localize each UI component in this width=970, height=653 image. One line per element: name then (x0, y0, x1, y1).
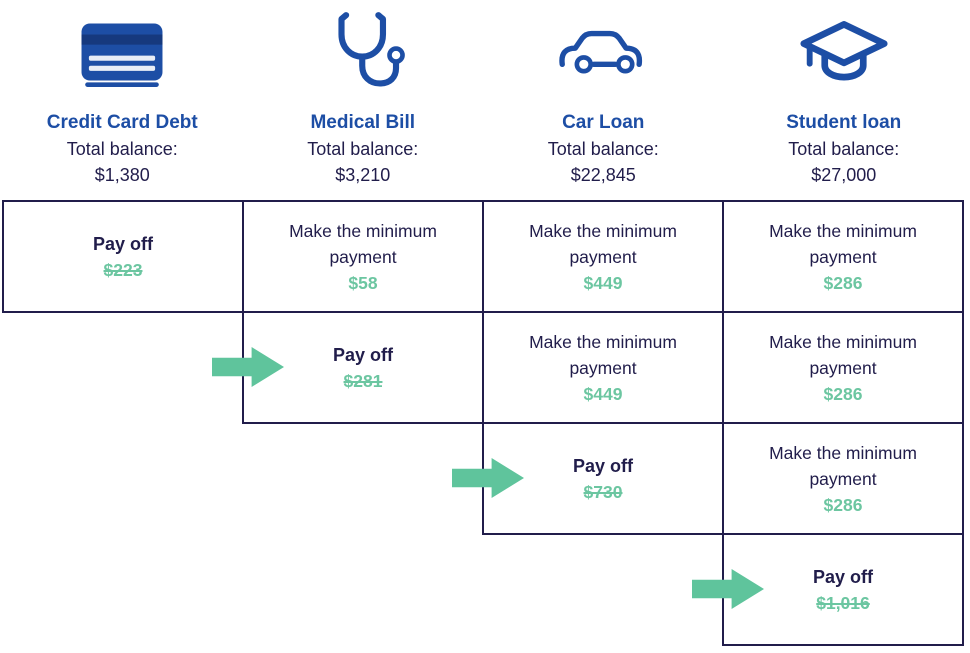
payoff-label: Pay off (332, 344, 393, 365)
minimum-label: Make the minimum payment (769, 331, 917, 378)
payoff-amount: $1,016 (816, 592, 870, 613)
payoff-cell-credit-card: Pay off $223 (2, 200, 244, 313)
minimum-cell-medical-bill-step1: Make the minimum payment $58 (242, 200, 484, 313)
payoff-cell-student-loan: Pay off $1,016 (722, 533, 964, 646)
header-medical-bill: Medical Bill Total balance: $3,210 (243, 0, 484, 188)
minimum-amount: $449 (583, 383, 623, 404)
minimum-amount: $58 (348, 272, 378, 293)
payoff-amount: $223 (103, 259, 143, 280)
balance-amount: $22,845 (570, 165, 636, 185)
minimum-label: Make the minimum payment (769, 442, 917, 489)
car-icon (553, 0, 653, 104)
minimum-label: Make the minimum payment (529, 220, 677, 267)
minimum-cell-student-loan-step1: Make the minimum payment $286 (722, 200, 964, 313)
minimum-cell-car-loan-step2: Make the minimum payment $449 (482, 311, 724, 424)
payoff-label: Pay off (572, 455, 633, 476)
minimum-amount: $286 (823, 272, 863, 293)
credit-card-icon (76, 0, 168, 104)
balance-amount: $27,000 (811, 165, 877, 185)
balance-label: Total balance: (788, 139, 900, 159)
header-car-loan: Car Loan Total balance: $22,845 (483, 0, 724, 188)
minimum-amount: $286 (823, 494, 863, 515)
graduation-cap-icon (797, 0, 891, 104)
payoff-label: Pay off (812, 566, 873, 587)
debt-title: Student loan (786, 112, 902, 133)
payoff-amount: $281 (343, 370, 383, 391)
minimum-label: Make the minimum payment (289, 220, 437, 267)
balance-label: Total balance: (307, 139, 419, 159)
debt-title: Credit Card Debt (46, 112, 198, 133)
minimum-cell-student-loan-step2: Make the minimum payment $286 (722, 311, 964, 424)
balance-label: Total balance: (66, 139, 178, 159)
stethoscope-icon (320, 0, 406, 104)
payoff-label: Pay off (92, 233, 153, 254)
header-student-loan: Student loan Total balance: $27,000 (724, 0, 965, 188)
minimum-cell-car-loan-step1: Make the minimum payment $449 (482, 200, 724, 313)
header-credit-card-debt: Credit Card Debt Total balance: $1,380 (2, 0, 243, 188)
debt-title: Medical Bill (310, 112, 416, 133)
balance-label: Total balance: (547, 139, 659, 159)
balance-amount: $1,380 (94, 165, 150, 185)
debt-title: Car Loan (562, 112, 645, 133)
balance-amount: $3,210 (335, 165, 391, 185)
payoff-amount: $730 (583, 481, 623, 502)
minimum-label: Make the minimum payment (529, 331, 677, 378)
minimum-label: Make the minimum payment (769, 220, 917, 267)
minimum-amount: $449 (583, 272, 623, 293)
minimum-amount: $286 (823, 383, 863, 404)
debt-headers: Credit Card Debt Total balance: $1,380 M… (2, 0, 964, 188)
minimum-cell-student-loan-step3: Make the minimum payment $286 (722, 422, 964, 535)
